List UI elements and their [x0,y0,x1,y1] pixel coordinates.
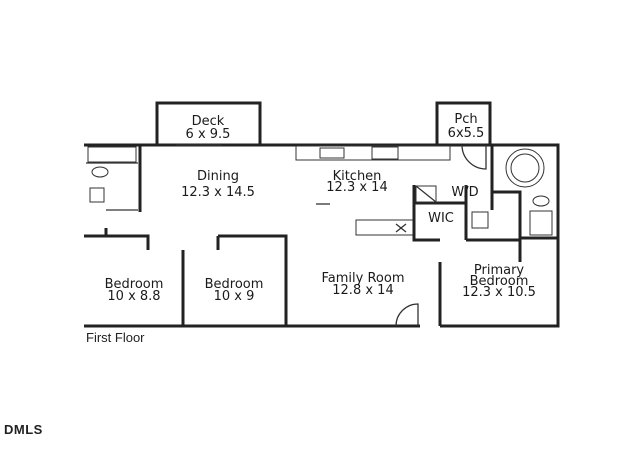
entry-door [395,303,419,327]
toilet-icon [532,195,550,207]
porch-dims: 6x5.5 [448,126,485,141]
stove-icon [371,146,399,160]
dining-name: Dining [197,169,239,184]
primary-name-line2: Bedroom [470,274,529,289]
deck-name: Deck [192,114,225,129]
bedroom-mid-dims: 10 x 9 [214,289,255,304]
primary-dims: 12.3 x 10.5 [462,285,536,300]
laundry-name: W/D [451,185,478,200]
bathtub-icon [510,153,540,183]
sink-icon [89,187,105,203]
shower-icon [529,210,553,236]
family-room-dims: 12.8 x 14 [332,283,393,298]
kitchen-dims: 12.3 x 14 [326,180,387,195]
sink-icon [319,147,345,159]
sink-icon [471,211,489,229]
bedroom-walls [84,228,288,326]
floor-label: First Floor [86,330,145,345]
deck-dims: 6 x 9.5 [186,127,231,142]
house-outline [84,143,560,328]
bathtub-icon [87,146,137,163]
toilet-icon [91,166,109,178]
kitchen-name: Kitchen [333,169,382,184]
bedroom-mid-name: Bedroom [205,277,264,292]
washer-icon [415,185,437,203]
porch-name: Pch [454,112,477,127]
laundry-closet-walls [412,185,468,242]
family-room-name: Family Room [322,271,405,286]
appliance-icon [395,223,407,233]
primary-name-line1: Primary [474,263,525,278]
dining-dims: 12.3 x 14.5 [181,185,255,200]
bedroom-left-dims: 10 x 8.8 [107,289,160,304]
porch-door [461,144,487,170]
closet-name: WIC [428,211,454,226]
mls-watermark: DMLS [4,422,43,437]
primary-bath-walls [438,145,558,326]
kitchen-island [355,219,414,236]
bedroom-left-name: Bedroom [105,277,164,292]
